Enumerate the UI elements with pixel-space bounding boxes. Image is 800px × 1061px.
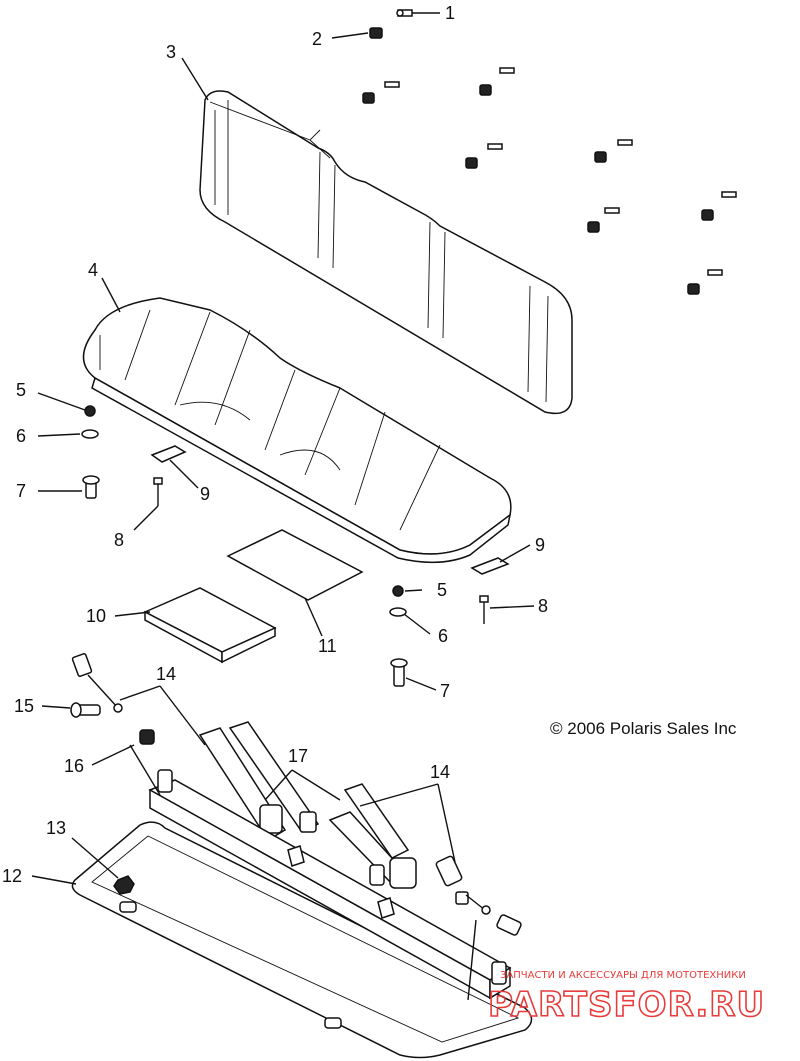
bolt-15[interactable] [70, 702, 101, 718]
copyright-text: © 2006 Polaris Sales Inc [550, 719, 737, 738]
watermark-brand: PARTSFOR.RU [488, 985, 765, 1025]
callout-8-right: 8 [538, 596, 548, 616]
seat-back[interactable] [199, 90, 573, 415]
bushing-16[interactable] [139, 729, 155, 745]
callout-5-left: 5 [16, 380, 26, 400]
callout-14-left: 14 [156, 664, 176, 684]
clip-9-right[interactable] [470, 557, 510, 575]
washer-6-left[interactable] [81, 429, 99, 439]
watermark-tagline: ЗАПЧАСТИ И АКСЕССУАРЫ ДЛЯ МОТОТЕХНИКИ [500, 970, 746, 981]
callout-7-right: 7 [440, 681, 450, 701]
pin-8-left[interactable] [153, 477, 163, 506]
callout-3: 3 [166, 42, 176, 62]
callout-15: 15 [14, 696, 34, 716]
callout-11: 11 [318, 636, 337, 656]
screw-1[interactable] [396, 9, 413, 17]
washer-6-right[interactable] [389, 607, 407, 617]
callout-2: 2 [312, 29, 322, 49]
seat-rail[interactable] [148, 769, 512, 1000]
callout-9-right: 9 [535, 535, 545, 555]
watermark: ЗАПЧАСТИ И АКСЕССУАРЫ ДЛЯ МОТОТЕХНИКИ PA… [487, 970, 765, 1026]
callout-14-right: 14 [430, 762, 450, 782]
callout-17: 17 [288, 746, 308, 766]
screw-and-nut-set[interactable] [362, 9, 737, 295]
callout-13: 13 [46, 818, 66, 838]
seat-belt-buckle-right[interactable] [435, 855, 522, 936]
seat-belt-17-right[interactable] [328, 783, 417, 889]
nut-5-right[interactable] [392, 585, 404, 597]
grommet-7-right[interactable] [390, 658, 408, 687]
callout-5-right: 5 [437, 580, 447, 600]
callout-8-left: 8 [114, 530, 124, 550]
seat-belt-buckle-left[interactable] [71, 653, 123, 713]
callout-7-left: 7 [16, 481, 26, 501]
callout-16: 16 [64, 756, 84, 776]
pin-8-right[interactable] [479, 595, 489, 624]
nut-13[interactable] [113, 875, 135, 895]
clip-9-left[interactable] [150, 445, 187, 463]
seat-belt-17-left[interactable] [198, 721, 320, 842]
nut-5-left[interactable] [84, 405, 96, 417]
nut-2[interactable] [369, 27, 383, 39]
callout-12: 12 [2, 866, 22, 886]
callout-4: 4 [88, 260, 98, 280]
callout-9-left: 9 [200, 484, 210, 504]
callout-6-left: 6 [16, 426, 26, 446]
pad-sheet-11[interactable] [226, 529, 364, 601]
seat-bottom[interactable] [82, 297, 512, 564]
foam-pad-10[interactable] [143, 587, 277, 664]
callout-10: 10 [86, 606, 106, 626]
leader-lines [31, 12, 535, 1001]
callout-numbers: 1 2 3 4 5 6 7 8 9 9 5 8 6 7 10 11 14 15 … [2, 3, 548, 886]
grommet-7-left[interactable] [82, 475, 100, 499]
seat-frame-12[interactable] [71, 821, 533, 1059]
callout-6-right: 6 [438, 626, 448, 646]
callout-1: 1 [445, 3, 455, 23]
